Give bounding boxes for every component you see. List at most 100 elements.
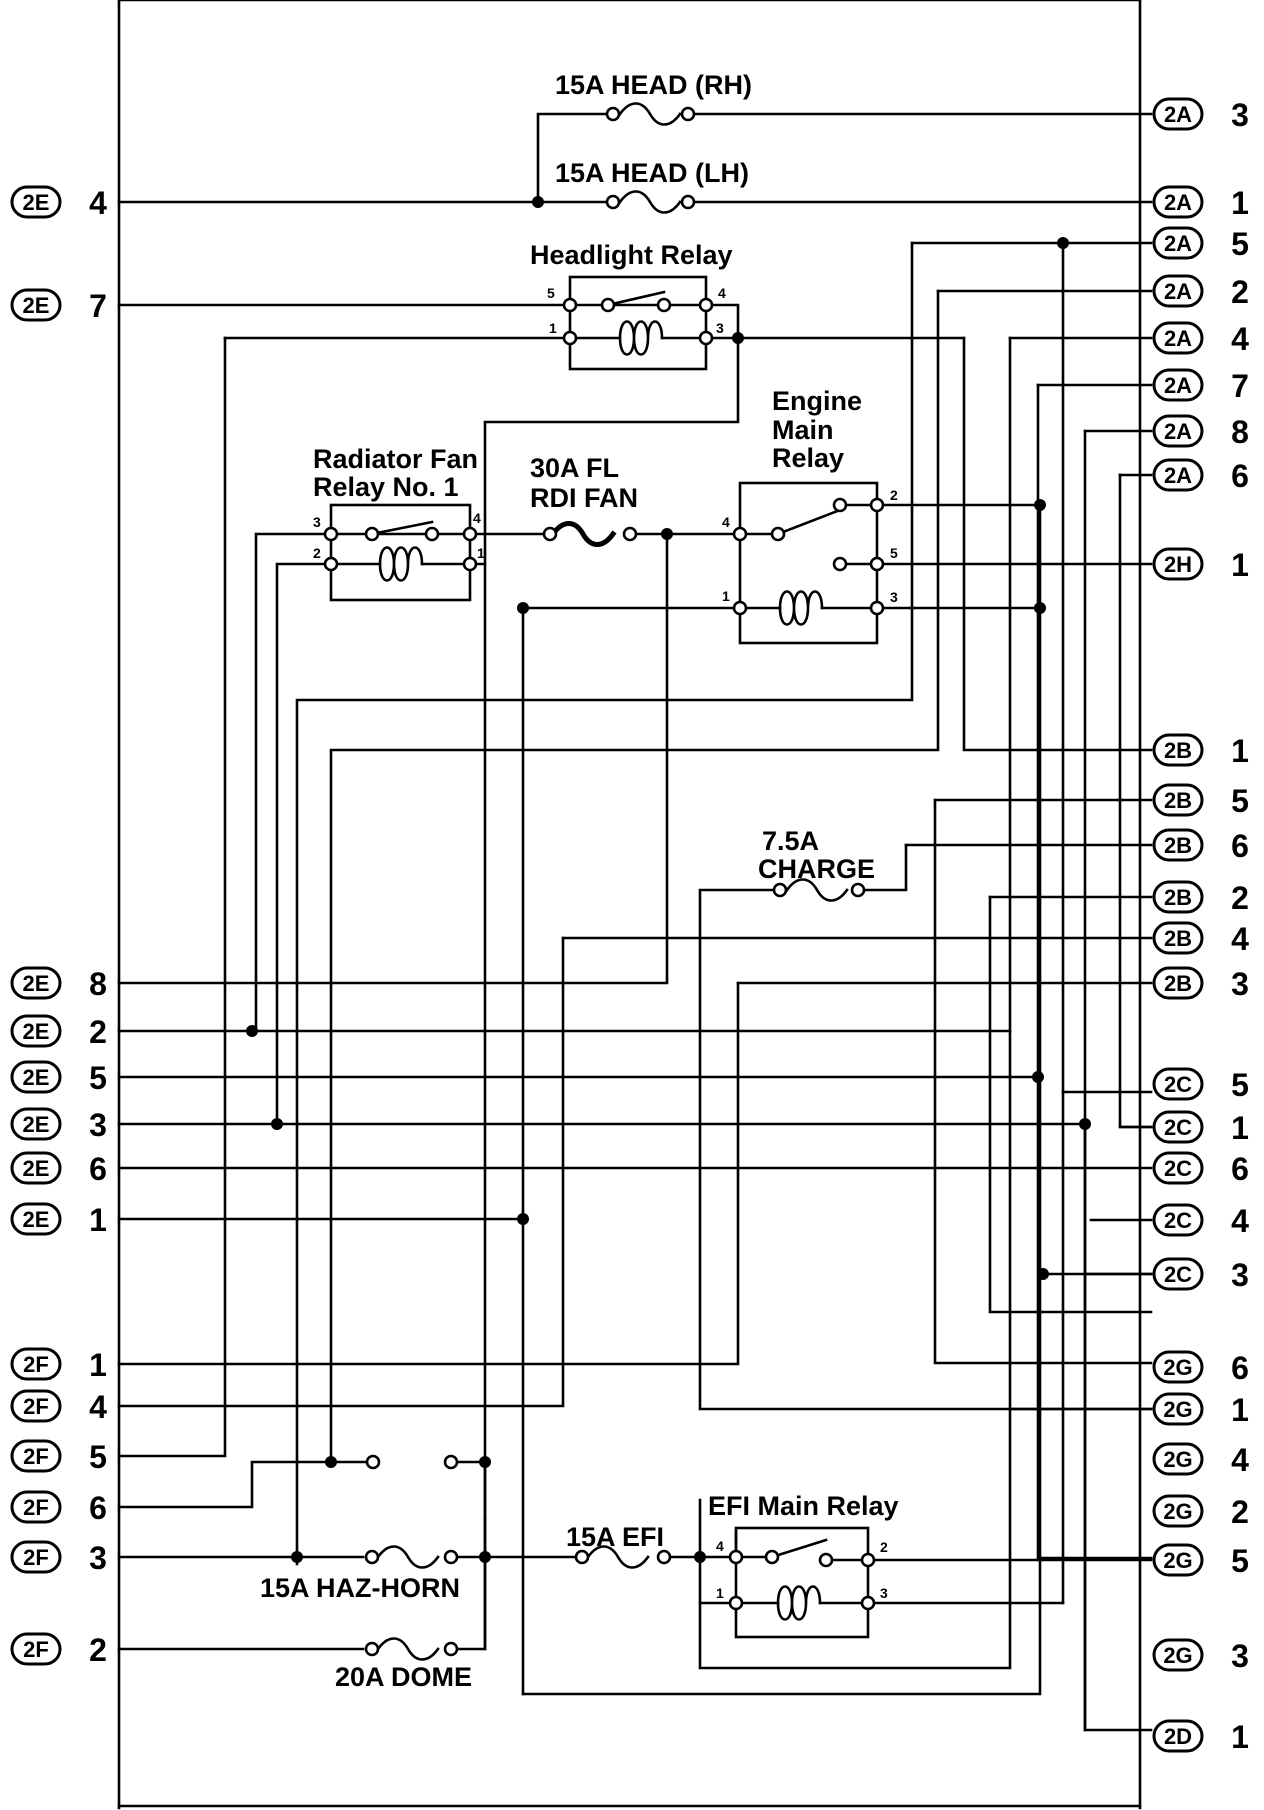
fuse-charge-label-1: 7.5A — [762, 826, 819, 856]
connector-id: 2B — [1164, 926, 1192, 951]
connector-2a-pin-1: 2A 1 — [1152, 185, 1249, 221]
connector-pin: 2 — [89, 1632, 107, 1668]
connector-id: 2F — [23, 1495, 49, 1520]
fuse-head-rh — [605, 102, 696, 126]
connector-badge — [10, 288, 62, 322]
connector-badge — [10, 1151, 62, 1185]
connector-badge — [1152, 1067, 1204, 1101]
connector-id: 2G — [1163, 1447, 1192, 1472]
radiator-terminal-1: 1 — [477, 545, 485, 561]
connector-pin: 2 — [1231, 274, 1249, 310]
fuse-dome — [364, 1637, 459, 1661]
connector-badge — [10, 1540, 62, 1574]
fuse-dome-label: 20A DOME — [335, 1662, 472, 1692]
connector-badge — [1152, 414, 1204, 448]
efi-terminal-4: 4 — [716, 1538, 724, 1554]
connector-pin: 1 — [89, 1347, 107, 1383]
connector-id: 2G — [1163, 1499, 1192, 1524]
connector-id: 2G — [1163, 1355, 1192, 1380]
connector-id: 2B — [1164, 738, 1192, 763]
connector-id: 2H — [1164, 552, 1192, 577]
connector-pin: 7 — [1231, 368, 1249, 404]
connector-pin: 3 — [89, 1107, 107, 1143]
connector-pin: 6 — [1231, 458, 1249, 494]
connector-id: 2E — [23, 1065, 50, 1090]
connector-pin: 1 — [89, 1202, 107, 1238]
connector-badge — [1152, 733, 1204, 767]
fuse-efi-label: 15A EFI — [566, 1522, 664, 1552]
connector-pin: 8 — [89, 966, 107, 1002]
efi-terminal-1: 1 — [716, 1585, 724, 1601]
connector-badge — [1152, 783, 1204, 817]
connector-pin: 1 — [1231, 185, 1249, 221]
connector-id: 2E — [23, 293, 50, 318]
connector-id: 2B — [1164, 788, 1192, 813]
efi-main-relay — [728, 1526, 876, 1639]
connector-id: 2A — [1164, 190, 1192, 215]
connector-pin: 3 — [89, 1540, 107, 1576]
engine-terminal-5: 5 — [890, 545, 898, 561]
headlight-terminal-5: 5 — [547, 285, 555, 301]
connector-badge — [1152, 1257, 1204, 1291]
radiator-terminal-3: 3 — [313, 514, 321, 530]
connector-badge — [1152, 1442, 1204, 1476]
connector-2g-pin-2: 2G 2 — [1152, 1494, 1249, 1530]
connector-badge — [1152, 1638, 1204, 1672]
connector-id: 2B — [1164, 833, 1192, 858]
connector-badge — [1152, 828, 1204, 862]
connector-badge — [1152, 1110, 1204, 1144]
headlight-terminal-4: 4 — [718, 285, 726, 301]
connector-2b-pin-1: 2B 1 — [1152, 733, 1249, 769]
connector-id: 2G — [1163, 1643, 1192, 1668]
connector-badge — [1152, 458, 1204, 492]
fuse-charge-label-2: CHARGE — [758, 854, 875, 884]
headlight-terminal-3: 3 — [716, 320, 724, 336]
connector-pin: 4 — [1231, 321, 1249, 357]
radiator-terminal-4: 4 — [473, 510, 481, 526]
connector-pin: 8 — [1231, 414, 1249, 450]
connector-pin: 1 — [1231, 733, 1249, 769]
fuse-rdi-fan-label-2: RDI FAN — [530, 483, 638, 513]
fuses — [364, 102, 866, 1661]
connector-id: 2F — [23, 1394, 49, 1419]
connector-id: 2C — [1164, 1072, 1192, 1097]
engine-main-relay-label-2: Main — [772, 415, 834, 445]
connector-2e-pin-7: 2E 7 — [10, 288, 107, 324]
connector-badge — [10, 1490, 62, 1524]
connector-badge — [1152, 547, 1204, 581]
connector-pin: 5 — [1231, 226, 1249, 262]
connector-badge — [1152, 185, 1204, 219]
connector-badge — [1152, 321, 1204, 355]
connector-pin: 1 — [1231, 1110, 1249, 1146]
connector-badge — [1152, 966, 1204, 1000]
engine-main-relay-label-1: Engine — [772, 386, 862, 416]
connector-id: 2G — [1163, 1397, 1192, 1422]
connector-badge — [1152, 880, 1204, 914]
connector-badge — [10, 1389, 62, 1423]
connector-pin: 7 — [89, 288, 107, 324]
engine-terminal-3: 3 — [890, 589, 898, 605]
connector-badge — [1152, 1151, 1204, 1185]
connector-pin: 2 — [1231, 1494, 1249, 1530]
